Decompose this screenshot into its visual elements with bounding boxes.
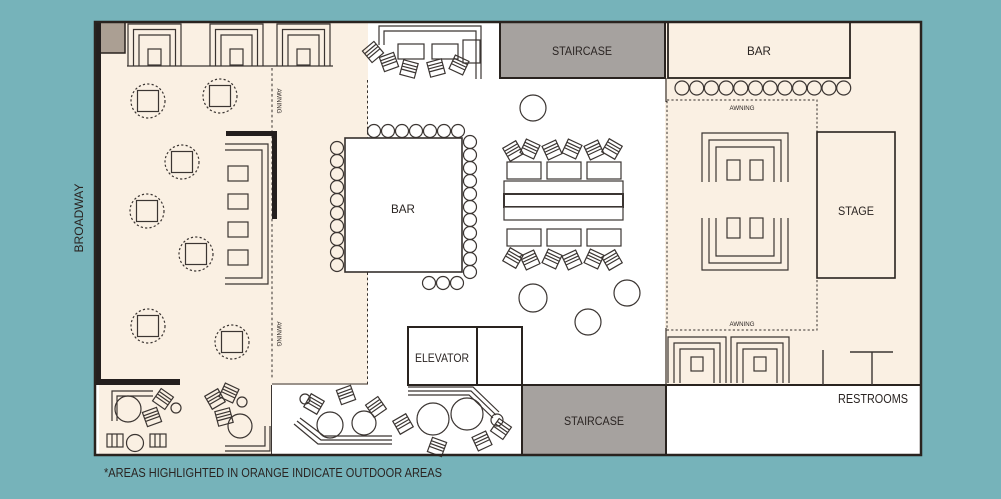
restrooms-label: RESTROOMS bbox=[838, 391, 908, 406]
staircase-top-label: STAIRCASE bbox=[552, 44, 612, 58]
restroom-partitions bbox=[822, 350, 893, 385]
bottom-center-lounge bbox=[293, 384, 513, 458]
awning-left-upper-label: AWNING bbox=[275, 89, 281, 114]
awning-right-lower-label: AWNING bbox=[730, 322, 755, 328]
bar-right bbox=[667, 21, 851, 79]
bottom-left-lounge bbox=[106, 382, 271, 453]
wall-left bbox=[95, 22, 101, 385]
entry-vestibule bbox=[96, 21, 126, 54]
outdoor-area-left bbox=[99, 22, 368, 455]
wall-bottom-left bbox=[97, 379, 180, 385]
top-center-lounge bbox=[361, 25, 482, 79]
elevator bbox=[407, 326, 523, 386]
bar-right-label: BAR bbox=[747, 44, 771, 58]
awning-left-lower-label: AWNING bbox=[275, 322, 281, 347]
staircase-top bbox=[499, 21, 666, 79]
awning-right-upper-label: AWNING bbox=[730, 106, 755, 112]
staircase-bottom-label: STAIRCASE bbox=[564, 414, 624, 428]
central-bar bbox=[344, 137, 463, 273]
wall-banquette-v bbox=[272, 131, 277, 219]
staircase-bottom bbox=[521, 384, 667, 456]
stage-label: STAGE bbox=[838, 204, 874, 218]
elevator-label: ELEVATOR bbox=[415, 353, 469, 365]
footnote: *AREAS HIGHLIGHTED IN ORANGE INDICATE OU… bbox=[104, 465, 442, 480]
stage bbox=[816, 131, 896, 279]
central-bar-label: BAR bbox=[391, 202, 415, 216]
building-outline bbox=[93, 20, 923, 457]
street-label: BROADWAY bbox=[74, 183, 86, 252]
central-dining bbox=[502, 94, 641, 336]
bar-right-stools bbox=[674, 80, 852, 96]
top-left-booths bbox=[127, 23, 333, 67]
central-bar-stools bbox=[329, 123, 478, 291]
right-awning-booths bbox=[701, 132, 789, 271]
wall-banquette-h bbox=[226, 131, 277, 136]
left-banquette bbox=[225, 143, 269, 285]
